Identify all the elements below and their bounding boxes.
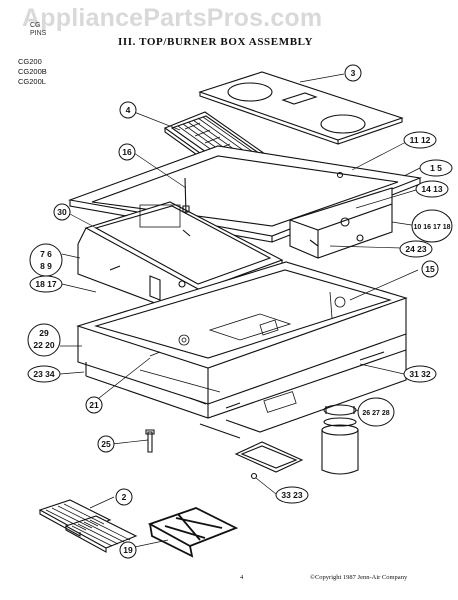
- watermark-text: AppliancePartsPros.com: [22, 4, 323, 32]
- screw-part: [182, 177, 191, 237]
- callout-2-circle: [115, 488, 133, 506]
- callout-18-17: 18 17: [35, 279, 57, 289]
- callout-26-27-28: 26 27 28: [362, 410, 389, 417]
- callout-31-32-circle: [403, 365, 437, 383]
- callout-1-5-circle: [419, 159, 453, 177]
- callout-4: 4: [126, 105, 131, 115]
- callout-18-17-circle: [29, 275, 63, 293]
- burner-box-part: [77, 201, 284, 321]
- top-cover-part: [198, 71, 404, 145]
- callout-30-circle: [53, 203, 71, 221]
- callout-14-13-circle: [415, 180, 449, 198]
- callout-4-circle: [119, 101, 137, 119]
- grease-jar-part: [321, 404, 359, 475]
- bottom-grille-part: [38, 499, 138, 553]
- callout-7-6: 7 6: [40, 249, 52, 259]
- copyright-text: ©Copyright 1987 Jenn-Air Company: [310, 574, 408, 581]
- bolt-part: [145, 429, 155, 453]
- page-number: 4: [240, 574, 244, 581]
- callout-10-16-17-18-circle: [411, 209, 453, 243]
- callout-23-34-circle: [27, 365, 61, 383]
- callout-30: 30: [57, 207, 67, 217]
- callout-14-13: 14 13: [421, 184, 443, 194]
- callout-23-34: 23 34: [33, 369, 55, 379]
- callout-24-23: 24 23: [405, 244, 427, 254]
- model-label-1: CG200: [18, 57, 42, 66]
- callout-16: 16: [122, 147, 132, 157]
- callout-25: 25: [101, 439, 111, 449]
- callout-31-32: 31 32: [409, 369, 431, 379]
- callout-15: 15: [425, 264, 435, 274]
- lower-enclosure-part: [76, 261, 408, 439]
- corner-label-2: PINS: [30, 30, 47, 37]
- callout-21-circle: [85, 396, 103, 414]
- callout-16-circle: [118, 143, 136, 161]
- leader-lines: [59, 73, 421, 549]
- right-burner-box-part: [289, 187, 393, 259]
- callout-11-12: 11 12: [410, 135, 431, 145]
- callout-25-circle: [97, 435, 115, 453]
- callout-29: 29: [39, 328, 49, 338]
- callout-24-23-circle: [399, 240, 433, 258]
- callout-11-12-circle: [403, 131, 437, 149]
- callout-1-5: 1 5: [430, 163, 442, 173]
- callout-3-circle: [344, 64, 362, 82]
- callout-22-20: 22 20: [33, 340, 55, 350]
- corner-label-1: CG: [30, 22, 41, 29]
- model-label-3: CG200L: [18, 77, 46, 86]
- callout-33-23-circle: [275, 486, 309, 504]
- callout-2: 2: [122, 492, 127, 502]
- pan-detail-part: [139, 291, 346, 393]
- callout-29-22-20-circle: [27, 323, 61, 357]
- callout-10-16-17-18: 10 16 17 18: [414, 224, 451, 231]
- filter-tray-part: [234, 441, 304, 480]
- page-title: III. TOP/BURNER BOX ASSEMBLY: [118, 36, 314, 48]
- callout-26-27-28-circle: [357, 397, 395, 427]
- callout-3: 3: [351, 68, 356, 78]
- callout-19-circle: [119, 541, 137, 559]
- burner-grate-part: [147, 507, 239, 558]
- callout-21: 21: [89, 400, 99, 410]
- callout-8-9: 8 9: [40, 261, 52, 271]
- callout-19: 19: [123, 545, 133, 555]
- callout-33-23: 33 23: [281, 490, 303, 500]
- callout-15-circle: [421, 260, 439, 278]
- model-label-2: CG200B: [18, 67, 47, 76]
